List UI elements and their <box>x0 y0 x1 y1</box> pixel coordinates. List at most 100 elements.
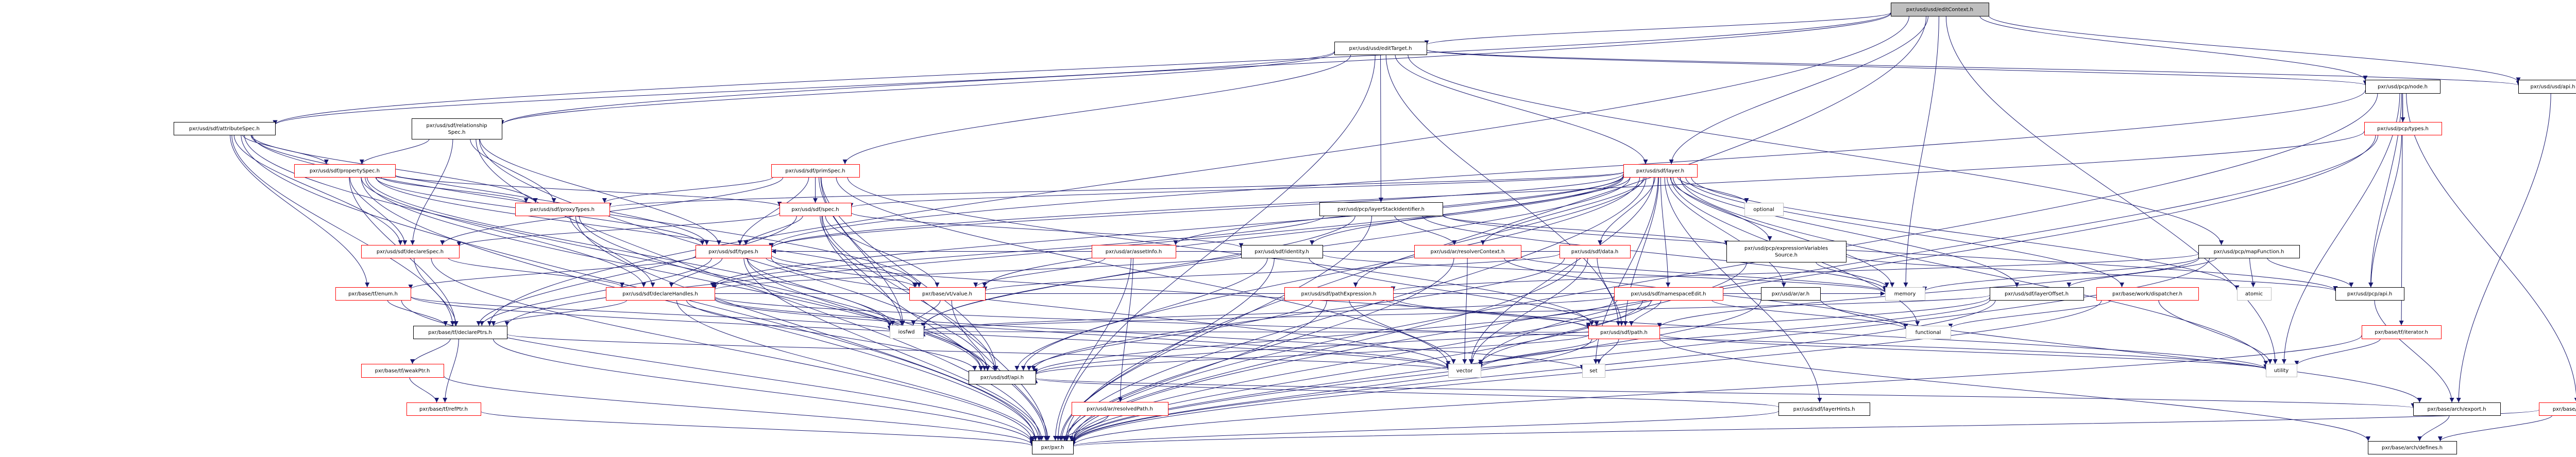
edge-mapFunction-to-pcpApi <box>2267 257 2354 288</box>
node-archExport[interactable]: pxr/base/arch/export.h <box>2413 402 2501 416</box>
edge-declarePtrs-to-weakPtr <box>410 338 451 364</box>
node-data[interactable]: pxr/usd/sdf/data.h <box>1560 245 1631 258</box>
node-attributeSpec[interactable]: pxr/usd/sdf/attributeSpec.h <box>174 122 276 135</box>
node-pcpTypes[interactable]: pxr/usd/pcp/types.h <box>2364 122 2442 135</box>
node-box <box>1092 245 1176 258</box>
edge-layer-to-sdfTypes <box>769 173 1624 249</box>
node-label: pxr/base/tf/iterator.h <box>2375 330 2428 336</box>
node-refPtr[interactable]: pxr/base/tf/refPtr.h <box>406 402 481 416</box>
node-primSpec[interactable]: pxr/usd/sdf/primSpec.h <box>771 164 860 178</box>
node-spec[interactable]: pxr/usd/sdf/spec.h <box>779 203 852 216</box>
node-label: pxr/usd/pcp/mapFunction.h <box>2214 249 2284 255</box>
node-resolvedPath[interactable]: pxr/usd/ar/resolvedPath.h <box>1072 402 1168 416</box>
edge-attributeSpec-to-sdfTypes <box>250 134 709 245</box>
node-atomic: atomic <box>2237 287 2272 301</box>
edge-attributeSpec-to-enum <box>230 134 370 288</box>
edge-identity-to-declareHandles <box>712 254 1242 290</box>
node-sdfApi[interactable]: pxr/usd/sdf/api.h <box>969 371 1036 384</box>
node-arAr[interactable]: pxr/usd/ar/ar.h <box>1761 287 1821 301</box>
node-layerHints[interactable]: pxr/usd/sdf/layerHints.h <box>1778 402 1870 416</box>
node-enum[interactable]: pxr/base/tf/enum.h <box>335 287 411 301</box>
node-declareHandles[interactable]: pxr/usd/sdf/declareHandles.h <box>606 287 715 301</box>
node-resolverContext[interactable]: pxr/usd/ar/resolverContext.h <box>1414 245 1521 258</box>
node-path[interactable]: pxr/usd/sdf/path.h <box>1588 326 1660 339</box>
node-box <box>515 203 610 216</box>
node-pcpNode[interactable]: pxr/usd/pcp/node.h <box>2365 80 2441 94</box>
edge-attributeSpec-to-declareSpec <box>233 134 403 245</box>
edge-pcpTypes-to-pxr <box>1071 134 2376 443</box>
edge-weakPtr-to-pxr <box>443 375 1035 445</box>
node-propertySpec[interactable]: pxr/usd/sdf/propertySpec.h <box>294 164 396 178</box>
node-label: pxr/base/tf/declarePtrs.h <box>428 330 492 336</box>
node-box <box>1614 287 1723 301</box>
edge-layerOffset-to-sdfApi <box>1033 297 1990 375</box>
edge-layer-to-sdfApi <box>1021 177 1640 371</box>
node-label: pxr/usd/sdf/layer.h <box>1636 168 1684 174</box>
node-declarePtrs[interactable]: pxr/base/tf/declarePtrs.h <box>413 326 507 339</box>
node-pcpApi[interactable]: pxr/usd/pcp/api.h <box>2335 287 2404 301</box>
edge-sdfTypes-to-vtValue <box>766 257 917 288</box>
node-dispatcher[interactable]: pxr/base/work/dispatcher.h <box>2096 287 2199 301</box>
node-label: Spec.h <box>448 130 466 135</box>
edge-editContext-to-pxr <box>1063 15 1927 441</box>
edge-propertySpec-to-proxyTypes <box>380 177 529 203</box>
edge-layer-to-pathExpression <box>1353 177 1644 288</box>
node-layerOffset[interactable]: pxr/usd/sdf/layerOffset.h <box>1990 287 2084 301</box>
node-box <box>696 245 772 258</box>
edge-layerOffset-to-iosfwd <box>921 295 1990 331</box>
node-box <box>909 287 986 301</box>
node-editTarget[interactable]: pxr/usd/usd/editTarget.h <box>1334 42 1427 55</box>
edge-pcpTypes-to-sdfTypes <box>769 131 2365 249</box>
edge-arAr-to-pxr <box>1071 300 1761 443</box>
node-identity[interactable]: pxr/usd/sdf/identity.h <box>1241 245 1323 258</box>
node-archDefines[interactable]: pxr/base/arch/defines.h <box>2368 441 2457 454</box>
node-mapFunction[interactable]: pxr/usd/pcp/mapFunction.h <box>2198 245 2300 258</box>
edge-declarePtrs-to-pxr <box>493 338 1035 444</box>
node-pxr[interactable]: pxr/pxr.h <box>1032 441 1074 454</box>
edge-proxyTypes-to-pxr <box>575 215 1041 441</box>
edge-enum-to-declarePtrs <box>387 300 448 326</box>
edge-layer-to-utility <box>1680 177 2268 365</box>
edge-vtValue-to-iosfwd <box>911 300 941 326</box>
edge-declareHandles-to-utility <box>714 296 2268 370</box>
node-label: pxr/base/tf/weakPtr.h <box>375 368 430 374</box>
edge-pcpNode-to-hashset <box>2406 93 2576 402</box>
node-box <box>412 118 502 139</box>
edge-identity-to-sdfApi <box>1014 257 1268 371</box>
node-proxyTypes[interactable]: pxr/usd/sdf/proxyTypes.h <box>515 203 610 216</box>
node-layer[interactable]: pxr/usd/sdf/layer.h <box>1623 164 1698 178</box>
edge-namespaceEdit-to-functional <box>1711 300 1908 329</box>
edge-pcpNode-to-sdfTypes <box>769 90 2366 248</box>
node-usdApi[interactable]: pxr/usd/usd/api.h <box>2518 80 2576 94</box>
node-assetInfo[interactable]: pxr/usd/ar/assetInfo.h <box>1092 245 1176 258</box>
edge-declareSpec-to-pxr <box>431 257 1035 441</box>
node-sdfTypes[interactable]: pxr/usd/sdf/types.h <box>696 245 772 258</box>
node-pathExpression[interactable]: pxr/usd/sdf/pathExpression.h <box>1284 287 1394 301</box>
edge-layer-to-declarePtrs <box>504 175 1624 326</box>
node-label: pxr/base/work/dispatcher.h <box>2112 291 2182 297</box>
edge-assetInfo-to-pxr <box>1053 257 1131 441</box>
node-iterator[interactable]: pxr/base/tf/iterator.h <box>2362 325 2442 339</box>
node-label: pxr/usd/sdf/namespaceEdit.h <box>1631 291 1706 297</box>
node-editContext[interactable]: pxr/usd/usd/editContext.h <box>1891 3 1989 16</box>
node-hashset[interactable]: pxr/base/tf/hashset.h <box>2539 402 2576 416</box>
edge-layerHints-to-sdfApi <box>1033 378 1779 408</box>
node-vtValue[interactable]: pxr/base/vt/value.h <box>909 287 986 301</box>
node-box <box>1284 287 1394 301</box>
node-box <box>2368 441 2457 454</box>
node-declareSpec[interactable]: pxr/usd/sdf/declareSpec.h <box>361 245 460 258</box>
node-box <box>1319 202 1443 216</box>
node-box <box>1885 287 1925 301</box>
edge-primSpec-to-sdfTypes <box>737 177 809 245</box>
edge-pcpTypes-to-vector <box>1478 134 2379 366</box>
node-functional: functional <box>1906 326 1951 339</box>
edge-mapFunction-to-atomic <box>2249 257 2256 288</box>
node-label: pxr/usd/sdf/attributeSpec.h <box>189 126 260 132</box>
node-namespaceEdit[interactable]: pxr/usd/sdf/namespaceEdit.h <box>1614 287 1723 301</box>
node-layerStackIdentifier[interactable]: pxr/usd/pcp/layerStackIdentifier.h <box>1319 202 1443 216</box>
node-weakPtr[interactable]: pxr/base/tf/weakPtr.h <box>361 364 444 378</box>
edge-editTarget-to-primSpec <box>842 54 1351 165</box>
node-box <box>779 203 852 216</box>
